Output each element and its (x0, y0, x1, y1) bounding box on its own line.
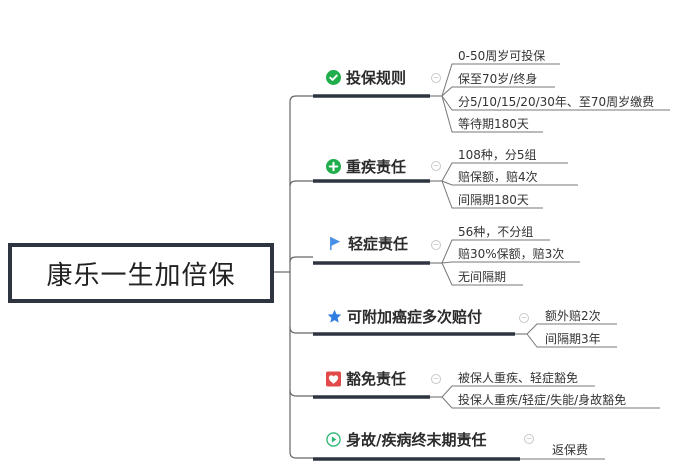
branch-premium-waiver[interactable]: 豁免责任 (326, 368, 406, 389)
leaf-item: 108种，分5组 (458, 148, 537, 162)
branch-cancer-multiple-payout[interactable]: 可附加癌症多次赔付 (327, 306, 482, 327)
leaf-item: 额外赔2次 (545, 309, 601, 323)
root-node[interactable]: 康乐一生加倍保 (8, 243, 274, 303)
star-icon (327, 309, 342, 324)
leaf-item: 分5/10/15/20/30年、至70周岁缴费 (458, 95, 655, 109)
check-circle-icon (326, 70, 341, 85)
branch-label: 投保规则 (346, 69, 407, 87)
collapse-toggle[interactable]: − (519, 313, 529, 323)
root-title: 康乐一生加倍保 (46, 260, 236, 291)
leaf-item: 保至70岁/终身 (458, 72, 538, 86)
collapse-toggle[interactable]: − (431, 73, 441, 83)
branch-label: 身故/疾病终末期责任 (346, 431, 487, 449)
leaf-item: 等待期180天 (458, 117, 529, 131)
plus-circle-icon (326, 159, 341, 174)
leaf-item: 被保人重疾、轻症豁免 (458, 371, 579, 385)
heart-icon (326, 371, 341, 386)
leaf-item: 返保费 (552, 443, 589, 457)
branch-enrollment-rules[interactable]: 投保规则 (326, 67, 406, 88)
collapse-toggle[interactable]: − (431, 374, 441, 384)
leaf-item: 56种，不分组 (458, 225, 534, 239)
flag-icon (328, 236, 343, 251)
branch-label: 轻症责任 (348, 235, 409, 253)
leaf-item: 0-50周岁可投保 (458, 49, 546, 63)
branch-critical-illness[interactable]: 重疾责任 (326, 156, 406, 177)
collapse-toggle[interactable]: − (431, 161, 441, 171)
leaf-item: 投保人重疾/轻症/失能/身故豁免 (458, 393, 627, 407)
leaf-item: 赔保额，赔4次 (458, 170, 538, 184)
leaf-item: 间隔期3年 (545, 332, 601, 346)
branch-label: 重疾责任 (346, 158, 407, 176)
branch-label: 可附加癌症多次赔付 (347, 308, 483, 326)
leaf-item: 无间隔期 (458, 270, 507, 284)
play-circle-icon (326, 432, 341, 447)
branch-mild-illness[interactable]: 轻症责任 (328, 233, 408, 254)
leaf-item: 赔30%保额，赔3次 (458, 247, 565, 261)
collapse-toggle[interactable]: − (431, 240, 441, 250)
branch-label: 豁免责任 (346, 370, 407, 388)
branch-death-terminal-illness[interactable]: 身故/疾病终末期责任 (326, 429, 486, 450)
leaf-item: 间隔期180天 (458, 193, 529, 207)
collapse-toggle[interactable]: − (524, 434, 534, 444)
